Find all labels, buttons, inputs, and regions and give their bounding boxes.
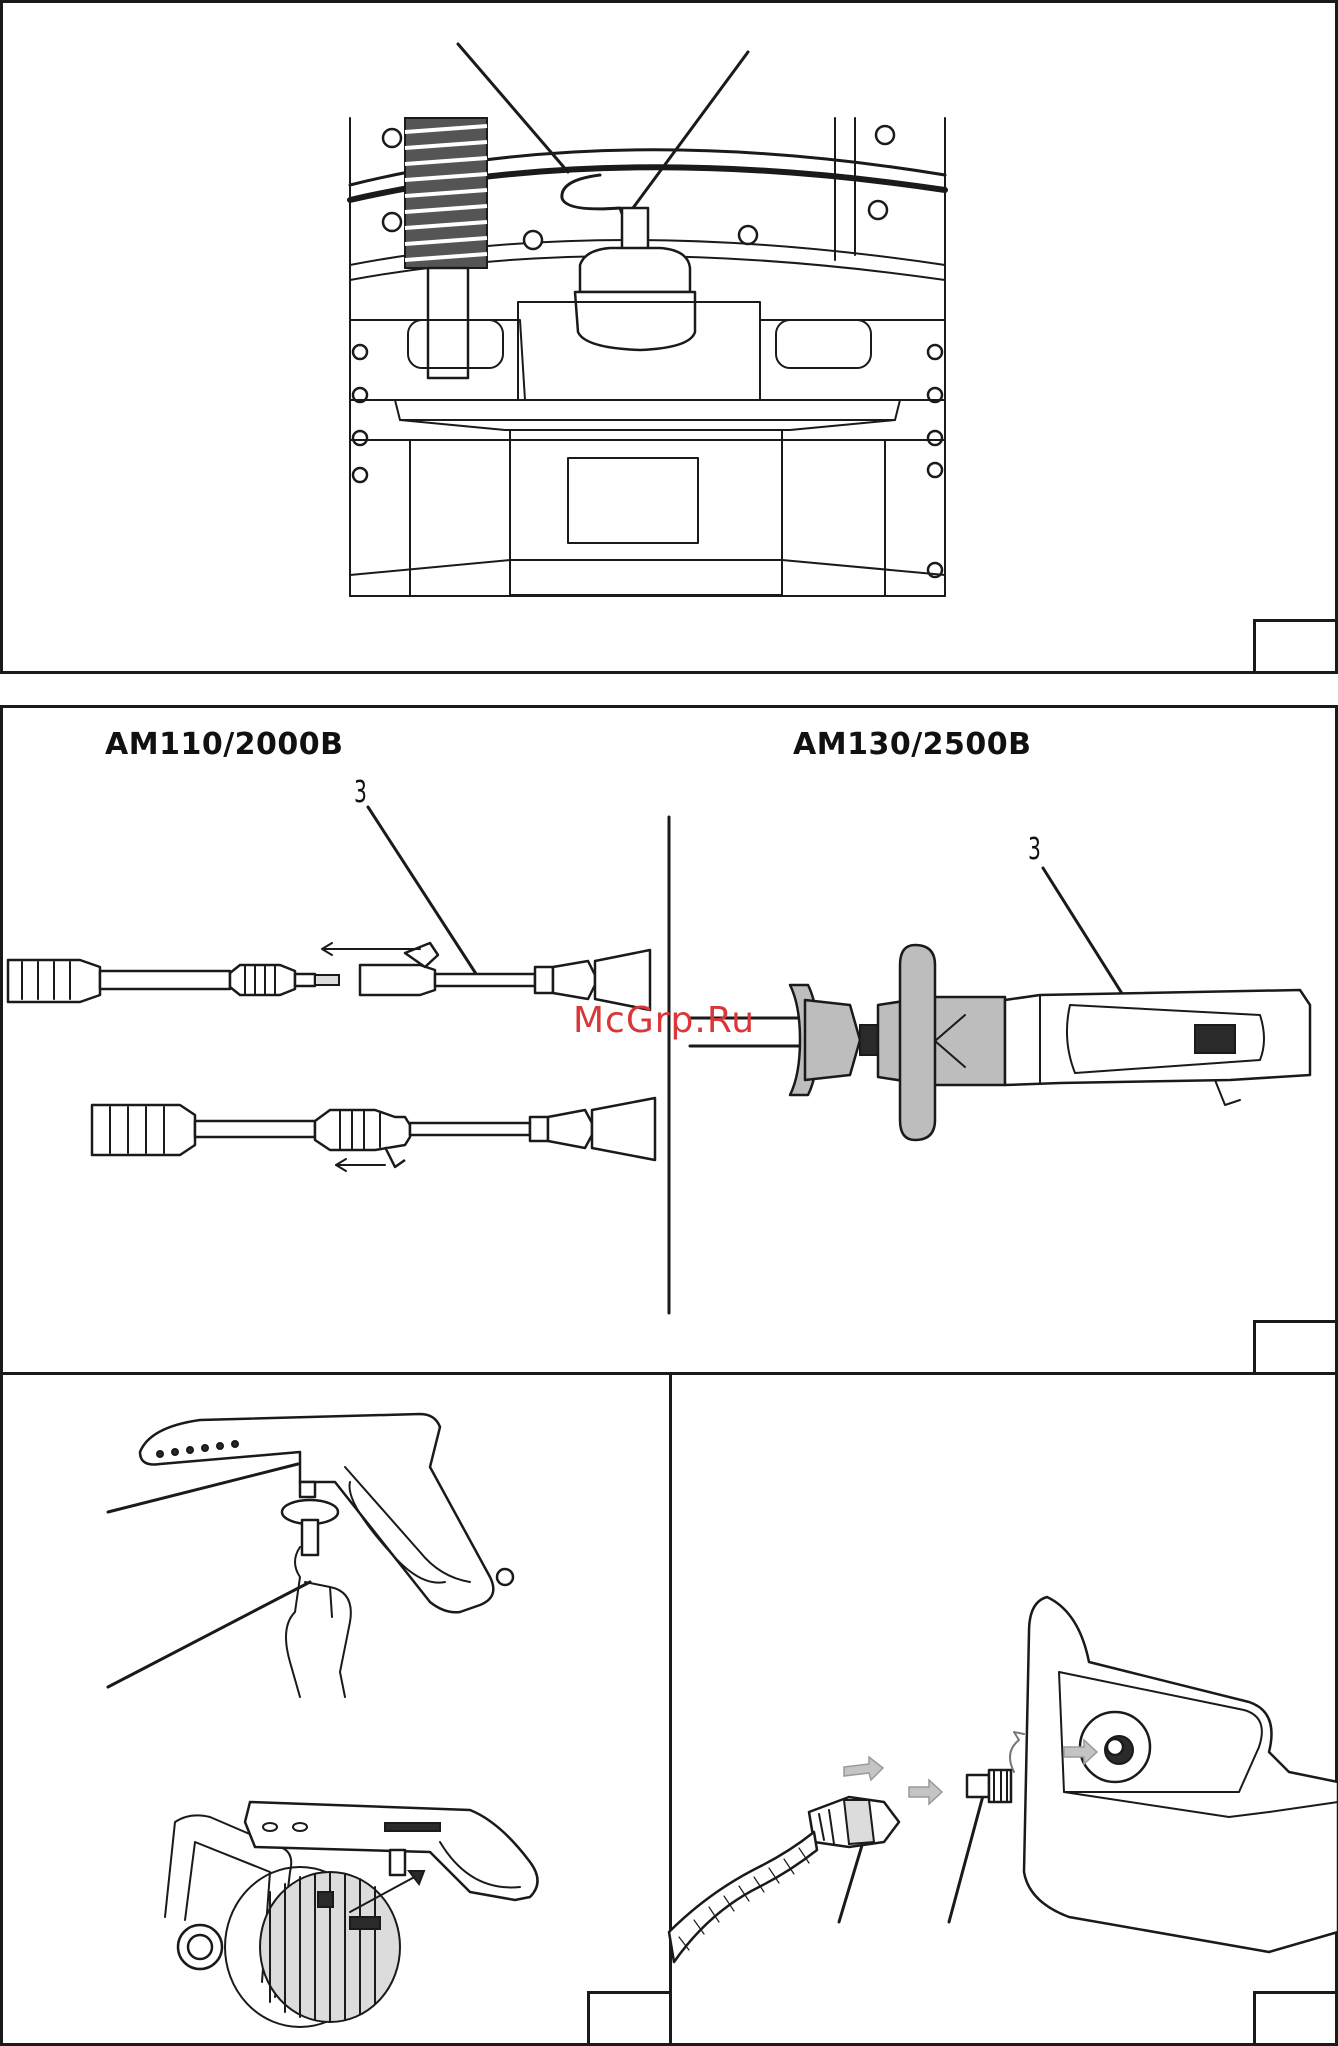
callout-line	[108, 1582, 310, 1687]
rotate-arrow-icon	[1010, 1732, 1024, 1772]
spray-gun-illustration	[0, 1372, 672, 2046]
machine-top-illustration	[0, 0, 1338, 674]
callout-line	[949, 1792, 984, 1922]
watermark: McGrp.Ru	[573, 1000, 755, 1041]
hose-connection-illustration	[669, 1372, 1338, 2046]
callout-line	[630, 52, 748, 212]
arrow-icon	[844, 1757, 883, 1780]
arrow-icon	[909, 1780, 942, 1804]
callout-line	[108, 1464, 298, 1512]
